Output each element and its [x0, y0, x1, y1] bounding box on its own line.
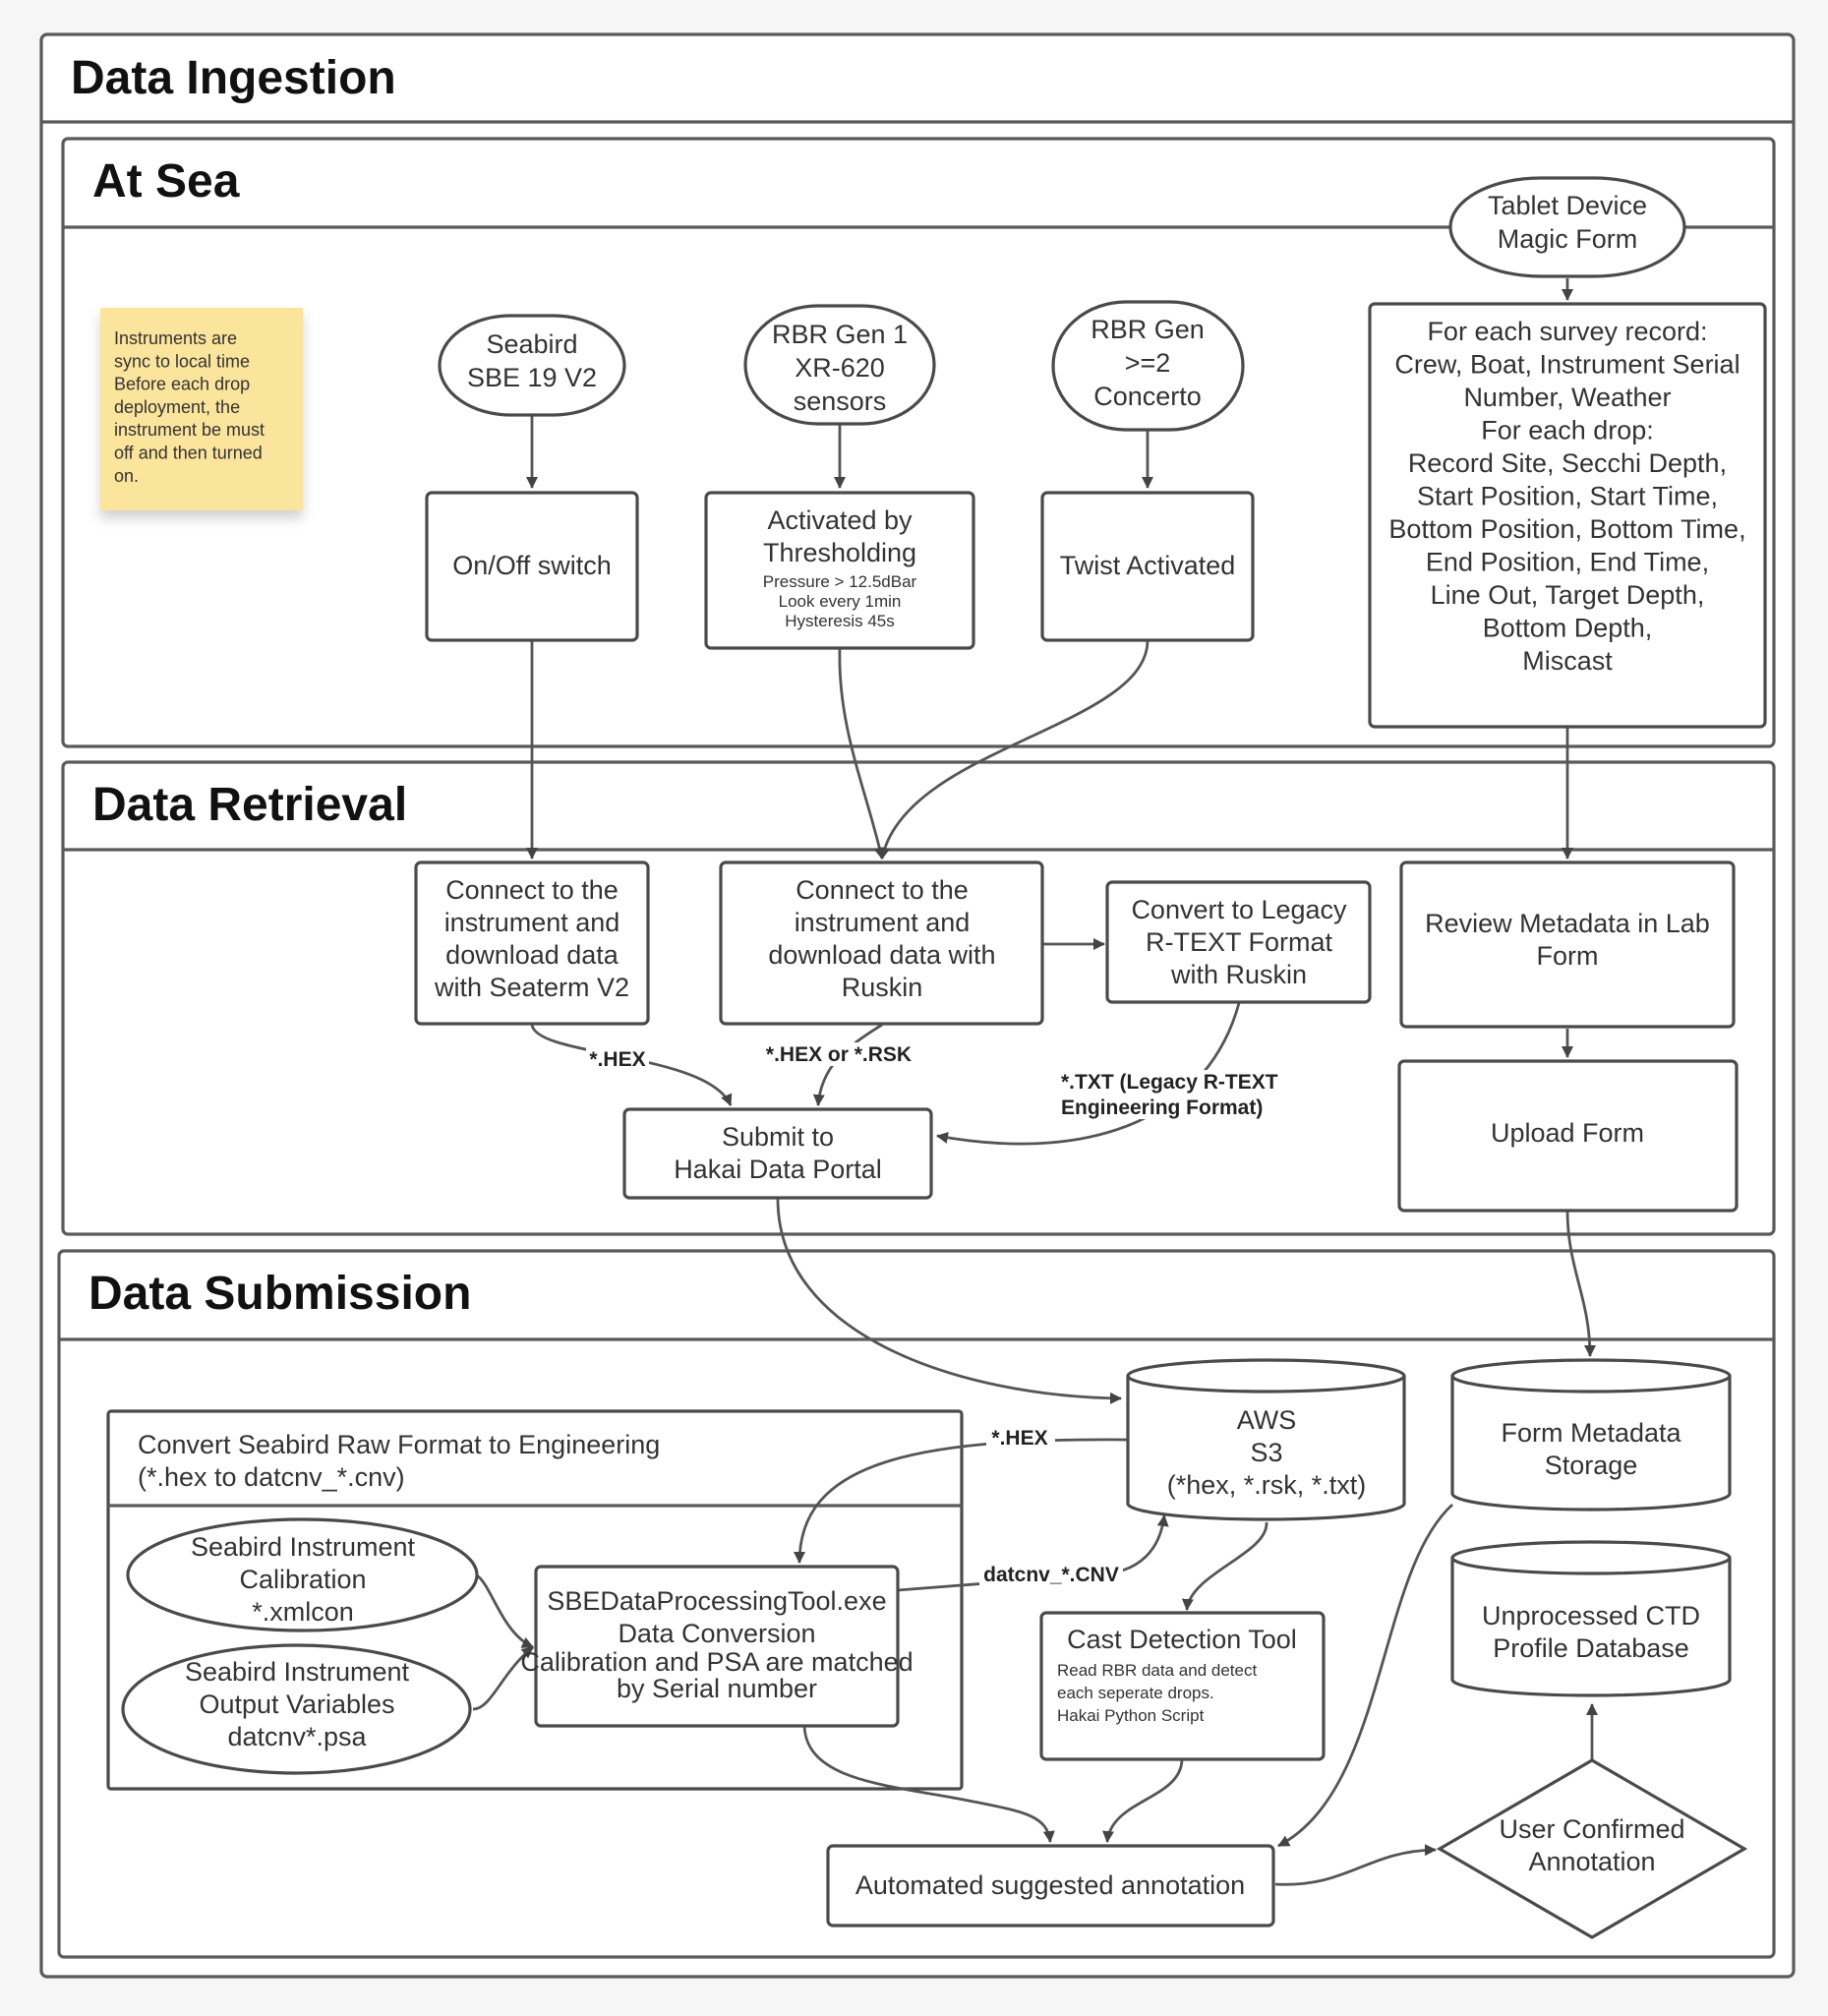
edge-aws-cast — [1181, 1521, 1268, 1611]
edge-cast-annot — [1102, 1759, 1184, 1843]
node-onoff: On/Off switch — [425, 491, 639, 642]
node-label-convert-group: Convert Seabird Raw Format to Engineerin… — [138, 1430, 660, 1492]
node-label-upload: Upload Form — [1491, 1118, 1644, 1148]
node-twist: Twist Activated — [1040, 491, 1255, 642]
node-upload: Upload Form — [1397, 1059, 1739, 1213]
edge-calib-sbetool — [476, 1573, 534, 1649]
edge-twist-ruskin — [878, 640, 1150, 860]
edge-label-hex-or-rsk: *.HEX or *.RSK — [766, 1043, 912, 1066]
node-label-annot: Automated suggested annotation — [855, 1870, 1245, 1900]
edge-outvars-sbetool — [472, 1645, 534, 1711]
edge-label-hex-s3: *.HEX — [991, 1427, 1047, 1450]
edge-submit-aws — [776, 1198, 1122, 1404]
edge-upload-formstore — [1565, 1210, 1596, 1357]
edge-legacy-submit — [936, 1002, 1241, 1146]
node-convert-group: Convert Seabird Raw Format to Engineerin… — [138, 1430, 660, 1492]
edge-formstore-annot — [1277, 1503, 1453, 1848]
node-annot: Automated suggested annotation — [826, 1844, 1275, 1927]
edge-sbetool-annot — [802, 1725, 1055, 1843]
node-label-cast: Cast Detection Tool — [1067, 1625, 1297, 1654]
edge-annot-confirm — [1274, 1844, 1437, 1886]
lane-title-data-submission: Data Submission — [88, 1268, 471, 1320]
lane-title-data-retrieval: Data Retrieval — [92, 779, 407, 831]
edge-threshold-ruskin — [838, 648, 886, 860]
node-label-onoff: On/Off switch — [452, 551, 612, 580]
edge-label-hex: *.HEX — [589, 1048, 645, 1071]
node-label-twist: Twist Activated — [1060, 551, 1236, 580]
edge-labels: *.HEX *.HEX or *.RSK *.HEX datcnv_*.CNV … — [586, 1042, 1294, 1586]
edge-label-cnv: datcnv_*.CNV — [983, 1564, 1119, 1586]
page-title: Data Ingestion — [71, 52, 396, 104]
lane-title-at-sea: At Sea — [92, 155, 240, 208]
node-survey: For each survey record:Crew, Boat, Instr… — [1368, 302, 1767, 729]
node-label-survey: For each survey record:Crew, Boat, Instr… — [1388, 317, 1745, 676]
